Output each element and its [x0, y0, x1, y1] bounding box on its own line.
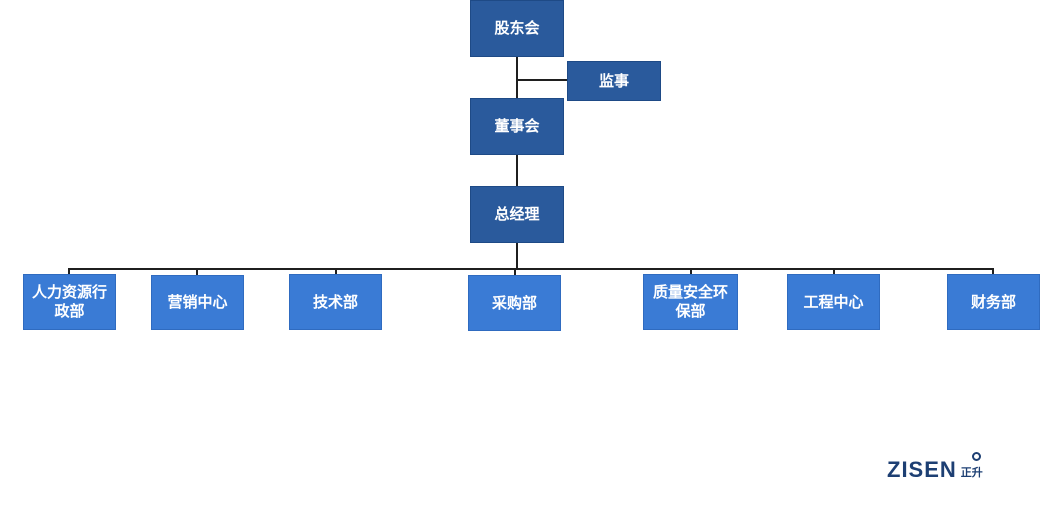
dept-technology: 技术部 — [289, 274, 382, 330]
connector-supervisor — [516, 79, 568, 81]
node-board: 董事会 — [470, 98, 564, 155]
company-logo: ZISEN 正升 — [887, 452, 983, 482]
node-supervisor: 监事 — [567, 61, 661, 101]
connector-trunk-top — [516, 56, 518, 98]
logo-mark-icon — [972, 452, 981, 461]
connector-drop-6 — [833, 268, 835, 274]
connector-board-gm — [516, 155, 518, 186]
connector-drop-7 — [992, 268, 994, 275]
connector-gm-bus — [516, 243, 518, 270]
dept-engineering-center: 工程中心 — [787, 274, 880, 330]
connector-drop-4 — [514, 268, 516, 275]
dept-quality-safety-env: 质量安全环保部 — [643, 274, 738, 330]
dept-finance: 财务部 — [947, 274, 1040, 330]
node-shareholders: 股东会 — [470, 0, 564, 57]
dept-marketing-center: 营销中心 — [151, 275, 244, 330]
connector-drop-5 — [690, 268, 692, 274]
dept-procurement: 采购部 — [468, 275, 561, 331]
node-general-manager: 总经理 — [470, 186, 564, 243]
dept-hr-admin: 人力资源行政部 — [23, 274, 116, 330]
logo-text: ZISEN — [887, 457, 957, 482]
connector-drop-3 — [335, 268, 337, 274]
connector-drop-1 — [68, 268, 70, 274]
logo-chinese: 正升 — [960, 466, 983, 479]
connector-drop-2 — [196, 268, 198, 275]
connector-bus — [68, 268, 994, 270]
